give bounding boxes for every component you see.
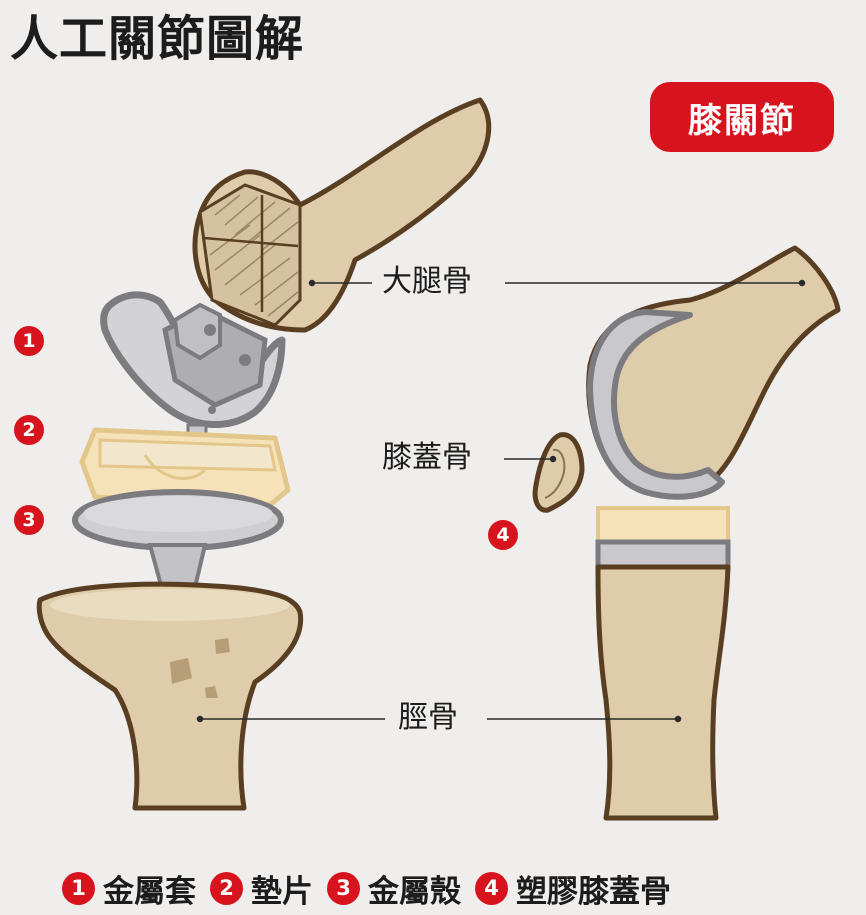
legend-text-metal-sleeve: 金屬套 bbox=[103, 873, 196, 910]
tibia-bone-left bbox=[36, 581, 304, 811]
tibia-bone-right bbox=[595, 506, 731, 821]
legend-text-pad: 墊片 bbox=[251, 873, 313, 910]
metal-shell-component bbox=[72, 489, 284, 602]
legend-marker-4: 4 bbox=[475, 871, 508, 905]
marker-1: 1 bbox=[14, 326, 44, 356]
legend-text-plastic-patella: 塑膠膝蓋骨 bbox=[516, 873, 671, 910]
spacer-pad-component bbox=[79, 427, 291, 508]
leader-lines bbox=[196, 279, 806, 723]
marker-2: 2 bbox=[14, 415, 44, 445]
marker-4: 4 bbox=[488, 520, 518, 550]
label-tibia: 脛骨 bbox=[392, 700, 464, 736]
label-femur: 大腿骨 bbox=[376, 264, 478, 300]
legend-marker-1: 1 bbox=[62, 871, 95, 905]
knee-joint-badge: 膝關節 bbox=[650, 82, 834, 152]
legend-marker-3: 3 bbox=[327, 871, 360, 905]
page-title: 人工關節圖解 bbox=[10, 11, 305, 67]
legend-text-metal-shell: 金屬殼 bbox=[368, 873, 461, 910]
legend: 1 金屬套 2 墊片 3 金屬殼 4 塑膠膝蓋骨 bbox=[62, 866, 671, 910]
femur-bone-left bbox=[192, 97, 492, 333]
marker-3: 3 bbox=[14, 505, 44, 535]
femur-bone-right bbox=[586, 245, 841, 500]
patella-bone bbox=[532, 432, 585, 513]
label-patella: 膝蓋骨 bbox=[376, 440, 478, 476]
legend-marker-2: 2 bbox=[210, 871, 243, 905]
